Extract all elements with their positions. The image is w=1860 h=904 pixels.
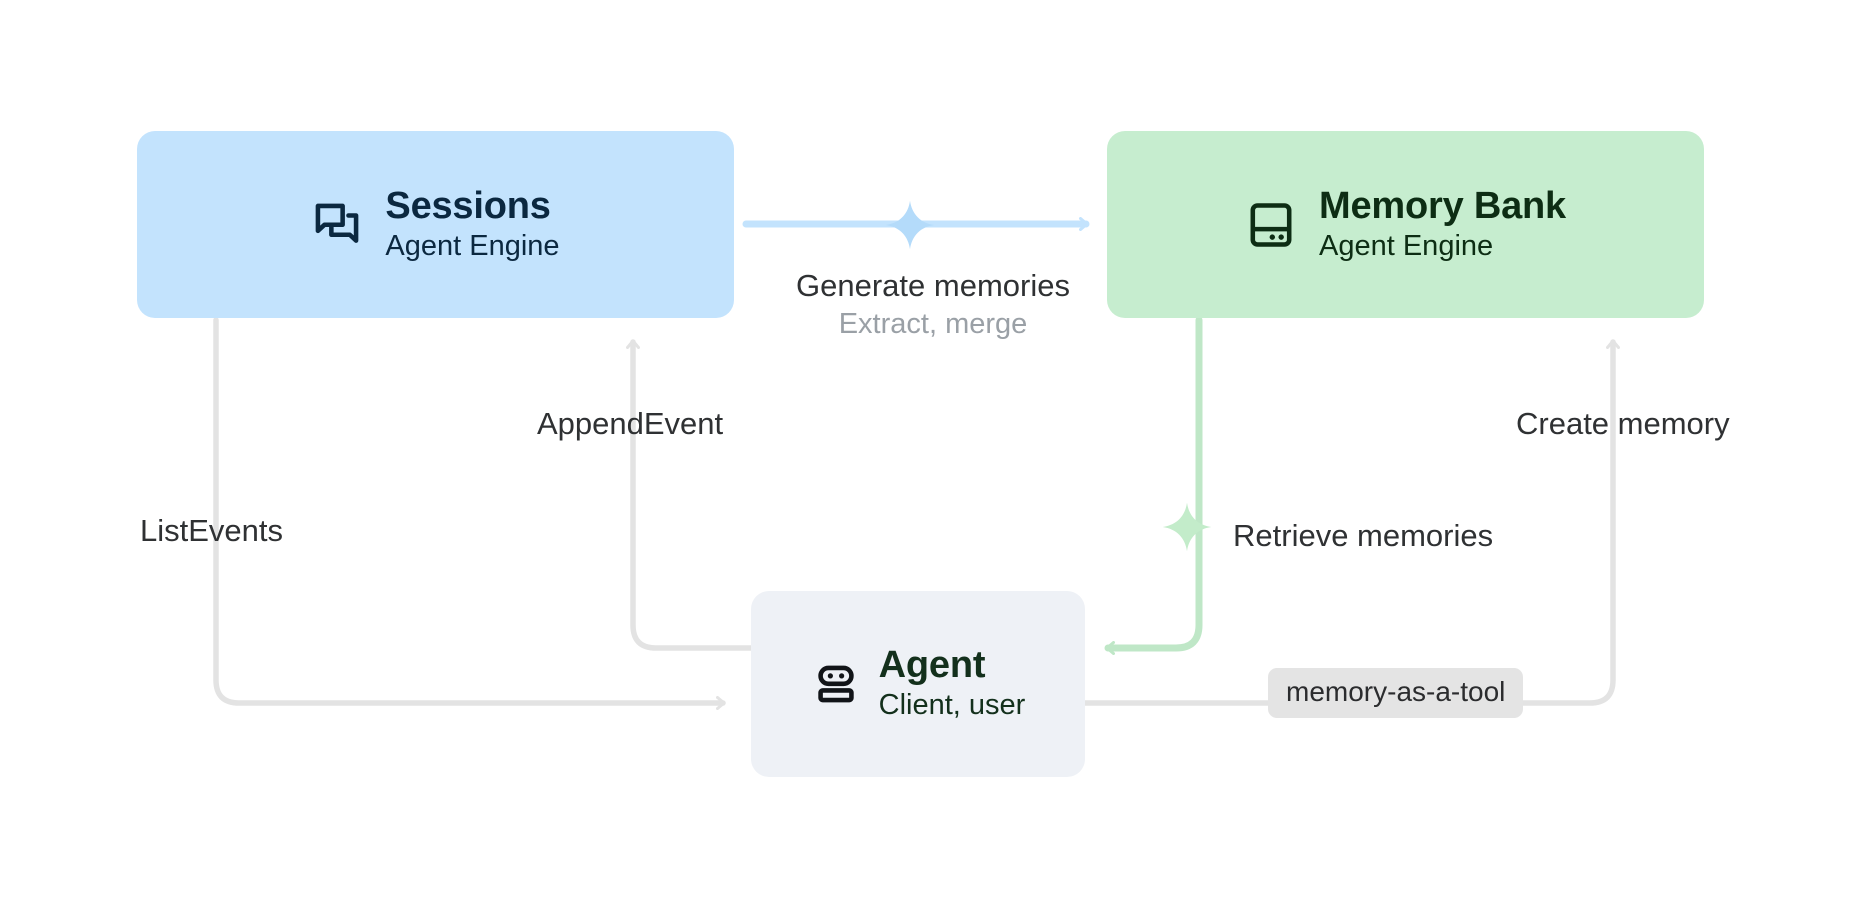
database-storage-icon (1245, 199, 1297, 251)
sparkle-icon (1161, 501, 1213, 558)
edge-label-append-event-main: AppendEvent (537, 406, 724, 441)
edge-label-generate-memories-sub: Extract, merge (838, 307, 1028, 340)
edge-label-append-event: AppendEvent (537, 405, 723, 444)
node-memory-bank[interactable]: Memory Bank Agent Engine (1107, 131, 1704, 318)
edge-label-generate-memories: Generate memories Extract, merge (771, 267, 1095, 342)
node-agent-title: Agent (878, 644, 986, 687)
edge-label-create-memory: Create memory (1516, 405, 1730, 444)
edge-label-generate-memories-main: Generate memories (796, 268, 1070, 303)
edge-label-list-events-main: ListEvents (140, 513, 284, 548)
node-agent-text: Agent Client, user (879, 645, 1026, 723)
node-sessions[interactable]: Sessions Agent Engine (137, 131, 734, 318)
chat-bubbles-icon (311, 199, 363, 251)
edge-label-list-events: ListEvents (140, 512, 283, 551)
sparkle-icon (884, 199, 936, 256)
edge-label-retrieve-memories: Retrieve memories (1233, 517, 1493, 556)
node-sessions-text: Sessions Agent Engine (385, 184, 560, 264)
node-agent[interactable]: Agent Client, user (751, 591, 1085, 777)
node-memory-bank-text: Memory Bank Agent Engine (1319, 184, 1566, 264)
edge-append-event (626, 339, 754, 651)
edge-retrieve-memories (1104, 316, 1203, 655)
robot-icon (811, 659, 861, 709)
edge-label-retrieve-memories-main: Retrieve memories (1233, 518, 1494, 553)
chip-memory-as-a-tool: memory-as-a-tool (1268, 668, 1524, 719)
edge-create-memory (1082, 339, 1620, 706)
edge-list-events (213, 317, 726, 710)
node-sessions-title: Sessions (385, 184, 551, 227)
node-memory-bank-subtitle: Agent Engine (1319, 229, 1494, 262)
edge-label-create-memory-main: Create memory (1516, 406, 1730, 441)
node-memory-bank-title: Memory Bank (1319, 184, 1566, 227)
node-agent-subtitle: Client, user (878, 689, 1026, 722)
node-sessions-subtitle: Agent Engine (385, 229, 560, 262)
